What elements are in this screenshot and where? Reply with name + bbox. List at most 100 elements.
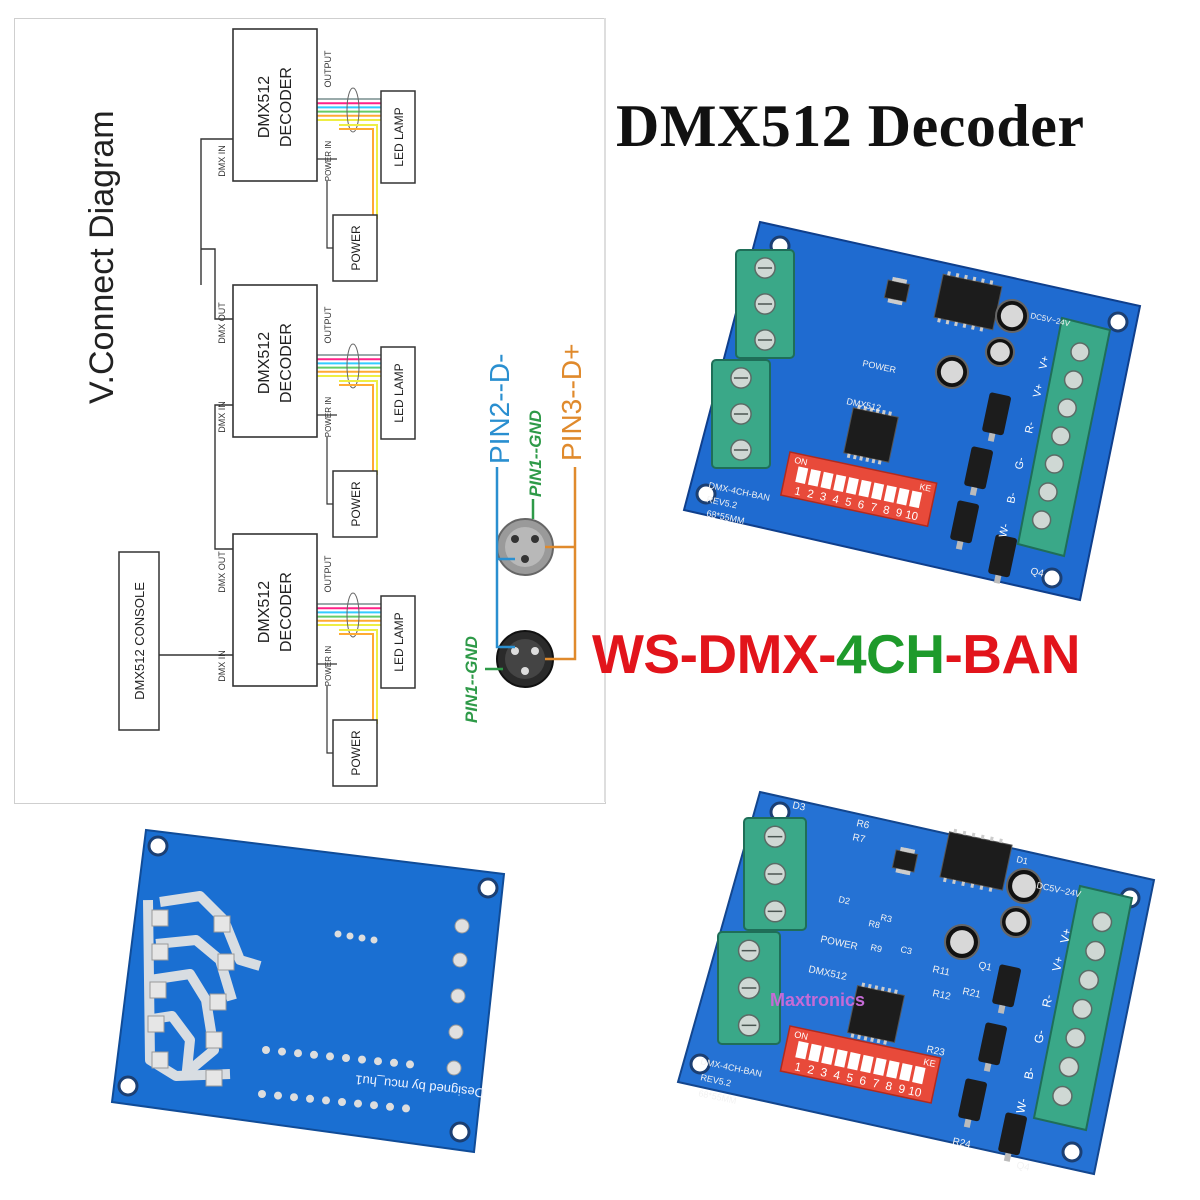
dip-toggle [858,479,872,498]
header-pin [354,1099,362,1108]
terminal-screw [1065,1027,1086,1049]
ic-pin [865,457,870,463]
terminal-label: V+ [1049,955,1066,973]
ic-pin [981,278,985,283]
silk-label: R8 [868,918,881,930]
header-pin [274,1091,282,1100]
mounting-hole [117,1075,139,1097]
dip-on-label: ON [793,1029,809,1042]
led-lamp-box [380,90,416,184]
solder-pad [151,943,169,961]
dip-number: 6 [857,499,866,512]
dip-ke-label: KE [919,482,933,494]
dip-toggle [883,485,897,503]
silk-label: D3 [791,800,806,814]
ic-pin [850,1033,855,1038]
ic-pin [954,321,958,327]
terminal-screw [1057,398,1077,418]
pin1-top-label: PIN1--GND [526,410,545,497]
ic-pin [947,271,951,276]
wire-bundle [346,592,360,638]
solder-pad [147,1015,165,1033]
decoder-box [232,533,318,687]
silk-label: R7 [851,832,866,846]
power-box [332,214,378,282]
model-part-3: -BAN [944,623,1080,685]
ic-pin [971,832,976,838]
terminal-label: R- [1023,420,1037,434]
dmx-out-label: DMX OUT [217,302,227,344]
terminal-screw [1052,1085,1073,1107]
mosfet [964,446,993,496]
ic-pin [937,318,941,323]
xlr-pin [531,647,539,655]
terminal-label: V+ [1037,355,1052,371]
ic-pin [857,1034,861,1040]
diagram-heading: V.Connect Diagram [83,110,121,404]
dmx-out-label: DMX OUT [217,551,227,593]
silk-label: R12 [931,988,952,1003]
silk-label: Q1 [977,960,993,974]
terminal-label: W- [1013,1097,1030,1115]
decoder-label-2: DECODER [278,323,295,403]
mosfet-body [964,446,993,490]
dip-toggle [795,466,809,484]
dip-toggle [807,469,821,487]
silk-label: R24 [951,1136,972,1151]
header-pin [306,1094,314,1103]
dmx-chain-line [201,248,233,320]
mosfet-leg [993,574,1002,584]
dip-number: 1 [793,485,802,498]
dip-number: 7 [869,502,878,515]
diagram-boxes [118,28,416,787]
ic-pin [953,828,958,834]
header-pin [290,1093,298,1102]
led-lamp-box [380,346,416,440]
mosfet [950,500,979,550]
dip-number: 7 [871,1076,881,1091]
mosfet-leg [987,432,996,442]
capacitor-top [1000,304,1024,328]
mosfet [992,964,1021,1014]
console-box [118,551,160,731]
mounting-hole [689,1053,711,1075]
wire-bundle [346,343,360,389]
dip-number: 5 [844,496,853,509]
mosfet-leg [955,540,964,550]
silk-label: D2 [838,894,851,906]
header-pin [374,1057,382,1066]
terminal-screw [1038,482,1058,502]
header-pin [342,1054,350,1062]
capacitor-top [940,360,964,384]
decoder-label-2: DECODER [278,67,295,147]
ic-pin [942,877,947,883]
header-pin [258,1090,266,1098]
terminal-pad [448,1024,464,1040]
dip-number: 2 [806,488,815,501]
dip-ke-label: KE [922,1057,936,1069]
dip-toggle [820,471,834,490]
via-pad [358,934,366,942]
terminal-pad [452,952,468,968]
silk-label: R21 [961,986,982,1001]
mosfet-body [978,1022,1007,1066]
decoder-label-2: DECODER [278,572,295,652]
ic-pin [971,325,975,330]
ic-chip [891,846,919,876]
mosfet-leg [1003,1152,1012,1162]
ic-pin [876,1038,881,1044]
silk-label: R6 [855,818,870,832]
capacitor-top [1005,911,1027,933]
led-lamp-label: LED LAMP [392,363,406,422]
xlr-pin [511,535,519,543]
mounting-hole [1041,567,1063,589]
dip-toggle [909,490,923,509]
solder-pad [217,953,235,971]
ic-pin [877,460,882,465]
header-pin [310,1050,318,1059]
pcb-board-back [110,828,506,1154]
terminal-label: G- [1013,456,1027,471]
ic-pin [962,830,967,836]
ic-pin [962,323,967,329]
